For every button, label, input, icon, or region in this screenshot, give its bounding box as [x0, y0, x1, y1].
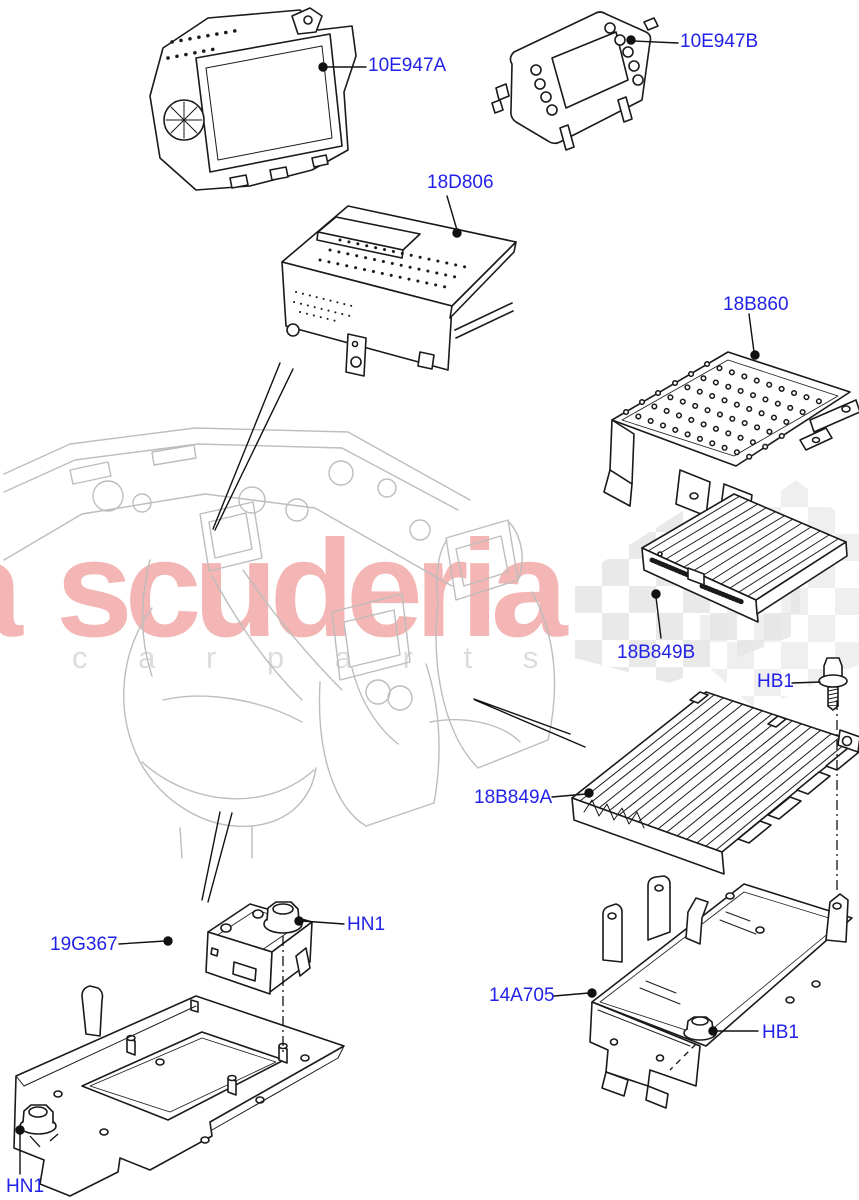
alignment-dash-lines — [29, 700, 838, 1148]
part-label-18D806[interactable]: 18D806 — [427, 172, 494, 193]
amplifier-a-art — [571, 691, 859, 875]
leader-lines — [15, 35, 821, 1175]
bolt-hb1-art — [818, 657, 848, 711]
part-label-19G367[interactable]: 19G367 — [50, 934, 118, 955]
nut-hn1-module-art — [263, 901, 303, 934]
part-label-18B849B[interactable]: 18B849B — [617, 642, 696, 663]
bottom-plate-art — [13, 985, 345, 1197]
watermark-brand: scuderia — [56, 512, 568, 666]
mount-bracket-art — [589, 875, 853, 1109]
part-label-18B860[interactable]: 18B860 — [723, 294, 789, 315]
part-label-10E947B[interactable]: 10E947B — [680, 31, 759, 52]
part-label-HN1-plate[interactable]: HN1 — [6, 1176, 45, 1197]
vehicle-interior-art — [3, 427, 556, 859]
part-label-14A705[interactable]: 14A705 — [489, 985, 555, 1006]
part-label-10E947A[interactable]: 10E947A — [368, 55, 447, 76]
amplifier-b-art — [641, 493, 848, 623]
head-unit-art — [281, 205, 517, 377]
display-unit-rear-art — [491, 11, 659, 151]
display-unit-front-art — [149, 7, 357, 191]
part-label-HB1-bottom[interactable]: HB1 — [762, 1022, 799, 1043]
part-label-HB1-top[interactable]: HB1 — [757, 671, 794, 692]
nut-hb1-art — [683, 1016, 717, 1041]
part-label-18B849A[interactable]: 18B849A — [474, 787, 553, 808]
part-label-HN1-module[interactable]: HN1 — [347, 914, 386, 935]
nut-hn1-plate-art — [19, 1104, 57, 1135]
